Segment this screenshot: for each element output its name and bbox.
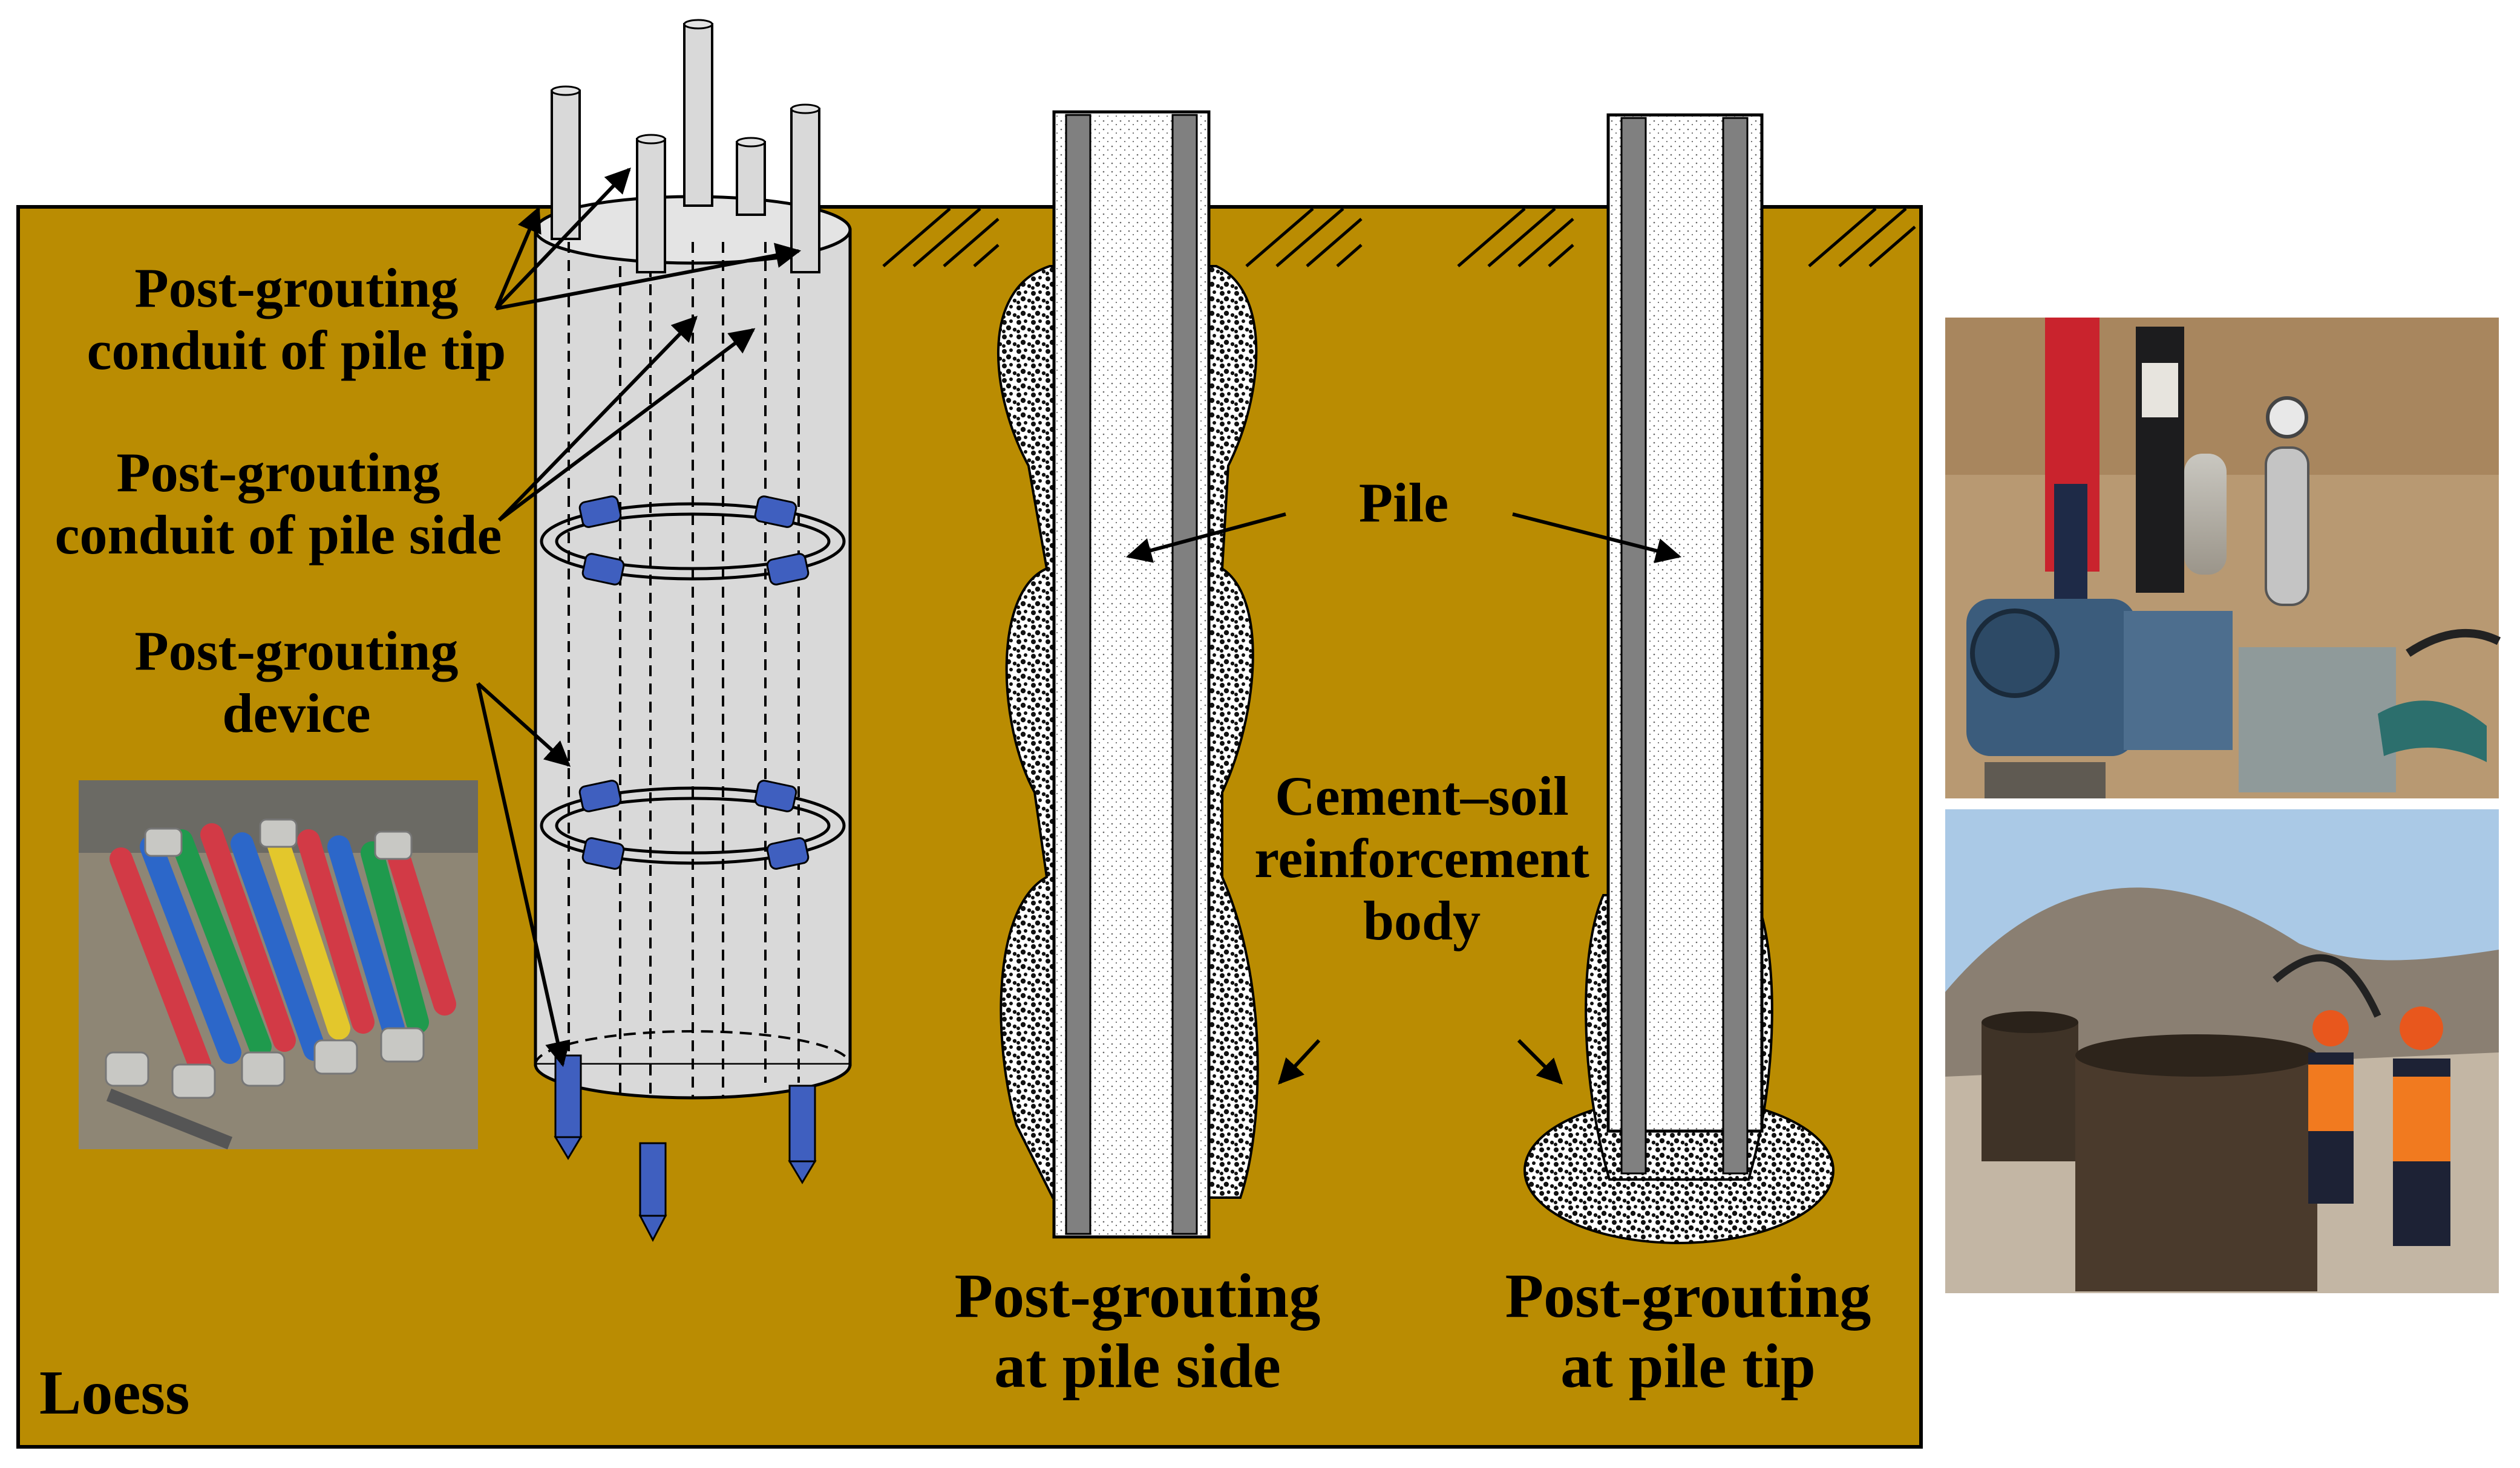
device-label-line2: device — [222, 682, 371, 745]
conduit-tip-label: Post-grouting conduit of pile tip — [61, 257, 532, 382]
device-label: Post-grouting device — [67, 620, 526, 745]
conduit-tip-label-line2: conduit of pile tip — [87, 319, 506, 382]
loess-label: Loess — [39, 1358, 190, 1427]
pile-tip-grouting — [1523, 113, 1834, 1244]
tip-caption-line1: Post-grouting — [1505, 1261, 1871, 1331]
side-caption-line1: Post-grouting — [954, 1261, 1321, 1331]
pile-label: Pile — [1358, 472, 1449, 533]
label-arrows — [476, 167, 1682, 1085]
device-label-line1: Post-grouting — [134, 620, 459, 682]
side-caption-line2: at pile side — [994, 1331, 1281, 1401]
conduit-side-label-line1: Post-grouting — [116, 442, 440, 503]
grouting-pump-photo — [1945, 318, 2501, 798]
grouting-workers-photo — [1945, 809, 2499, 1293]
cement-soil-label-line1: Cement–soil — [1275, 765, 1569, 827]
conduit-side-label-line2: conduit of pile side — [54, 504, 502, 566]
cement-soil-label-line2: reinforcement — [1254, 827, 1589, 890]
pile-side-grouting — [997, 110, 1259, 1239]
conduit-tip-label-line1: Post-grouting — [134, 257, 459, 319]
cement-soil-label: Cement–soil reinforcement body — [1240, 765, 1603, 952]
ground-hatch — [882, 207, 1916, 267]
pile-schematic — [534, 19, 852, 1242]
conduit-side-label: Post-grouting conduit of pile side — [24, 442, 532, 566]
tip-caption-line2: at pile tip — [1560, 1331, 1816, 1401]
side-caption: Post-grouting at pile side — [877, 1261, 1398, 1402]
tip-caption: Post-grouting at pile tip — [1428, 1261, 1948, 1402]
cement-soil-label-line3: body — [1363, 890, 1481, 952]
grouting-device-photo — [79, 780, 478, 1150]
